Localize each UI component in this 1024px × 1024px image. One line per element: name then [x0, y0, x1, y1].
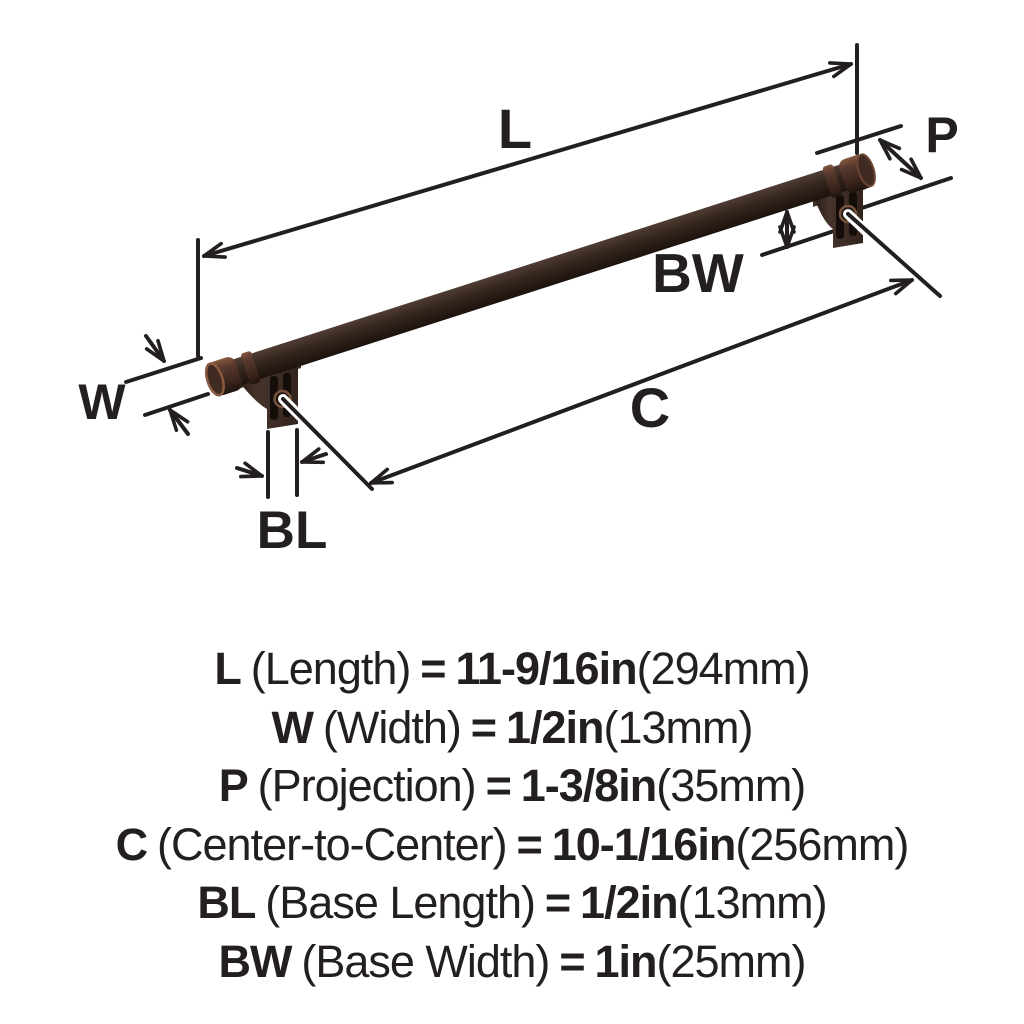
handle-diagram-canvas: L P BW C W BL [78, 43, 959, 560]
legend-row-width: W(Width)=1/2in(13mm) [0, 699, 1024, 758]
legend-row-base-width: BW(Base Width)=1in(25mm) [0, 933, 1024, 992]
legend-metric-value: (13mm) [603, 701, 753, 753]
label-base-width: BW [652, 242, 744, 304]
legend-metric-value: (25mm) [656, 935, 807, 987]
dimension-arrows [144, 61, 923, 485]
w-arrow-top [144, 334, 166, 363]
dimension-legend: L(Length)=11-9/16in(294mm) W(Width)=1/2i… [0, 640, 1024, 991]
l-dimension-line [202, 61, 853, 259]
dimension-labels: L P BW C W BL [78, 97, 958, 560]
bl-arrow-left [235, 461, 264, 479]
legend-name: (Width) [322, 701, 462, 753]
end-cap-face-right [856, 153, 876, 188]
legend-imperial-value: 11-9/16in [455, 643, 637, 694]
bar [213, 158, 870, 391]
p-ref-bottom [857, 176, 953, 211]
c-extension-left [281, 397, 374, 491]
legend-imperial-value: 10-1/16in [551, 818, 737, 870]
legend-metric-value: (256mm) [735, 818, 909, 870]
legend-name: (Length) [250, 643, 412, 694]
p-dimension-line [878, 138, 923, 180]
equals-sign: = [470, 701, 497, 753]
bl-arrow-right [300, 447, 328, 465]
w-ref-bottom [143, 392, 210, 417]
legend-name: (Base Length) [265, 877, 536, 928]
handle-drawing [204, 153, 876, 429]
legend-row-center-to-center: C(Center-to-Center)=10-1/16in(256mm) [0, 816, 1024, 875]
legend-imperial-value: 1/2in [505, 701, 605, 753]
bw-ref-bottom [760, 226, 845, 257]
label-center-to-center: C [630, 376, 670, 439]
equals-sign: = [559, 935, 585, 987]
legend-row-length: L(Length)=11-9/16in(294mm) [0, 640, 1024, 699]
c-extension-right [846, 212, 942, 298]
legend-imperial-value: 1in [594, 935, 657, 987]
legend-row-projection: P(Projection)=1-3/8in(35mm) [0, 757, 1024, 816]
legend-imperial-value: 1/2in [580, 877, 679, 928]
label-base-length: BL [257, 501, 328, 560]
equals-sign: = [516, 818, 543, 870]
legend-row-base-length: BL(Base Length)=1/2in(13mm) [0, 874, 1024, 933]
ferrule-ring-left [241, 351, 261, 385]
legend-abbr: BW [218, 935, 292, 987]
label-projection: P [925, 107, 958, 163]
c-dimension-line [369, 278, 914, 485]
legend-abbr: P [218, 760, 249, 811]
label-width: W [78, 374, 126, 430]
legend-abbr: C [115, 818, 148, 870]
w-ref-top [124, 356, 203, 384]
legend-name: (Center-to-Center) [157, 818, 508, 870]
legend-metric-value: (13mm) [677, 877, 828, 928]
legend-name: (Base Width) [301, 935, 550, 987]
legend-abbr: L [214, 643, 241, 694]
w-arrow-bottom [168, 408, 190, 436]
equals-sign: = [544, 877, 571, 928]
equals-sign: = [420, 643, 446, 694]
legend-name: (Projection) [257, 760, 477, 811]
center-extension-lines [278, 209, 942, 491]
legend-abbr: W [271, 701, 314, 753]
equals-sign: = [485, 760, 512, 811]
legend-metric-value: (35mm) [656, 760, 806, 811]
label-length: L [498, 97, 532, 160]
legend-metric-value: (294mm) [636, 643, 811, 694]
legend-imperial-value: 1-3/8in [520, 760, 658, 811]
legend-abbr: BL [197, 877, 256, 928]
end-cap-face-left [204, 362, 225, 397]
